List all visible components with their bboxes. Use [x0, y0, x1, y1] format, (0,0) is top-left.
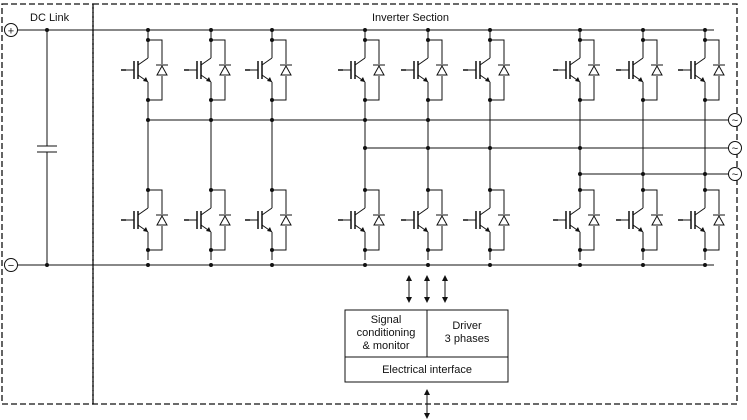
igbt-switch-bottom-6 — [463, 180, 510, 260]
igbt-switch-bottom-2 — [184, 180, 231, 260]
positive-bus-dot-2 — [209, 28, 213, 32]
phase-output-2: ~ — [363, 141, 742, 155]
igbt-switch-bottom-8 — [616, 180, 663, 260]
negative-bus-dot-1 — [146, 263, 150, 267]
signal-conditioning-line-1: Signal — [371, 314, 402, 326]
positive-bus-dot-7 — [578, 28, 582, 32]
igbt-switch-top-8 — [616, 30, 663, 110]
dc-link-section-border — [1, 3, 94, 405]
igbt-switch-top-3 — [245, 30, 292, 110]
positive-bus-dot-8 — [641, 28, 645, 32]
control-signal-arrows — [406, 275, 448, 303]
positive-bus-dot-3 — [270, 28, 274, 32]
ac-terminal-1: ~ — [728, 113, 742, 127]
negative-bus-dot-7 — [578, 263, 582, 267]
signal-conditioning-line-2: conditioning — [357, 327, 416, 339]
positive-bus-dot-1 — [146, 28, 150, 32]
positive-bus-dot-6 — [488, 28, 492, 32]
ac-terminal-3: ~ — [728, 167, 742, 181]
inverter-section-border — [92, 3, 738, 405]
igbt-switch-array — [121, 28, 725, 267]
igbt-switch-bottom-4 — [338, 180, 385, 260]
dc-link-capacitor — [37, 28, 57, 267]
negative-bus-dot-9 — [703, 263, 707, 267]
igbt-switch-top-7 — [553, 30, 600, 110]
negative-bus-dot-4 — [363, 263, 367, 267]
igbt-switch-bottom-9 — [678, 180, 725, 260]
igbt-switch-bottom-7 — [553, 180, 600, 260]
driver-line-2: 3 phases — [445, 333, 490, 345]
ac-terminal-2: ~ — [728, 141, 742, 155]
svg-text:+: + — [8, 26, 14, 38]
igbt-switch-bottom-3 — [245, 180, 292, 260]
igbt-switch-top-5 — [401, 30, 448, 110]
igbt-switch-top-4 — [338, 30, 385, 110]
igbt-switch-top-2 — [184, 30, 231, 110]
negative-bus-dot-3 — [270, 263, 274, 267]
plus-terminal: + — [4, 23, 18, 38]
inverter-section-title: Inverter Section — [372, 12, 449, 24]
ac-symbol-3: ~ — [732, 169, 738, 181]
negative-bus-dot-6 — [488, 263, 492, 267]
igbt-switch-top-9 — [678, 30, 725, 110]
negative-bus-dot-2 — [209, 263, 213, 267]
control-block — [344, 309, 509, 383]
dc-link-title: DC Link — [30, 12, 70, 24]
phase-output-wiring: ~ ~ ~ — [146, 113, 742, 181]
phase-output-1: ~ — [146, 113, 742, 127]
igbt-switch-top-6 — [463, 30, 510, 110]
igbt-switch-bottom-1 — [121, 180, 168, 260]
negative-bus-dot-8 — [641, 263, 645, 267]
igbt-switch-top-1 — [121, 30, 168, 110]
phase-output-3: ~ — [578, 167, 742, 181]
minus-terminal: − — [4, 258, 18, 272]
ac-symbol-1: ~ — [732, 115, 738, 127]
ac-symbol-2: ~ — [732, 143, 738, 155]
positive-bus-dot-4 — [363, 28, 367, 32]
signal-conditioning-line-3: & monitor — [362, 340, 409, 352]
igbt-switch-bottom-5 — [401, 180, 448, 260]
driver-line-1: Driver — [452, 320, 482, 332]
svg-text:−: − — [8, 260, 14, 272]
electrical-interface-label: Electrical interface — [382, 364, 472, 376]
negative-bus-dot-5 — [426, 263, 430, 267]
positive-bus-dot-5 — [426, 28, 430, 32]
